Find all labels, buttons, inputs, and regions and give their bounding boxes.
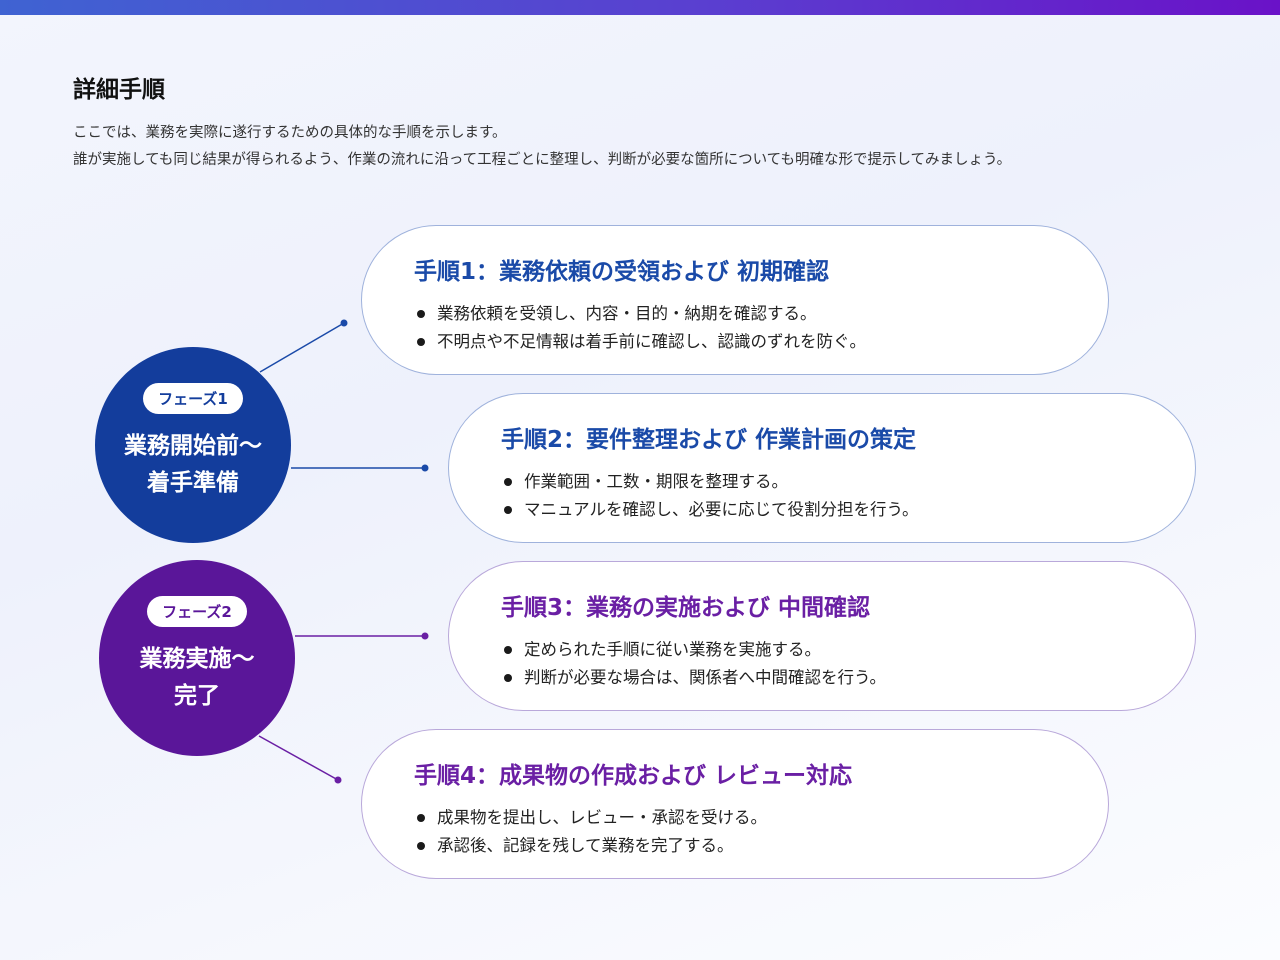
phase-name: 業務実施～ 完了 bbox=[140, 641, 255, 715]
step-title: 手順1：業務依頼の受領および 初期確認 bbox=[414, 259, 830, 285]
step-2-card: 手順2：要件整理および 作業計画の策定 作業範囲・工数・期限を整理する。 マニュ… bbox=[448, 393, 1196, 543]
step-bullet: 業務依頼を受領し、内容・目的・納期を確認する。 bbox=[414, 300, 1108, 328]
connector-dot bbox=[334, 776, 342, 784]
step-bullet-list: 業務依頼を受領し、内容・目的・納期を確認する。 不明点や不足情報は着手前に確認し… bbox=[414, 300, 1108, 356]
intro-line: 誰が実施しても同じ結果が得られるよう、作業の流れに沿って工程ごとに整理し、判断が… bbox=[73, 152, 1012, 168]
intro-line: ここでは、業務を実際に遂行するための具体的な手順を示します。 bbox=[73, 125, 507, 141]
intro-text: ここでは、業務を実際に遂行するための具体的な手順を示します。 誰が実施しても同じ… bbox=[73, 120, 1011, 174]
phase-name-line: 着手準備 bbox=[147, 469, 239, 496]
phase-name: 業務開始前～ 着手準備 bbox=[124, 428, 262, 502]
step-title: 手順2：要件整理および 作業計画の策定 bbox=[501, 427, 917, 453]
step-4-card: 手順4：成果物の作成および レビュー対応 成果物を提出し、レビュー・承認を受ける… bbox=[361, 729, 1109, 879]
phase-1-circle: フェーズ1 業務開始前～ 着手準備 bbox=[95, 347, 291, 543]
step-bullet-list: 定められた手順に従い業務を実施する。 判断が必要な場合は、関係者へ中間確認を行う… bbox=[501, 636, 1195, 692]
connector-phase2-step4 bbox=[258, 735, 339, 781]
phase-badge: フェーズ2 bbox=[147, 595, 247, 627]
phase-name-line: 業務実施～ bbox=[139, 645, 255, 672]
phase-name-line: 完了 bbox=[174, 682, 220, 709]
step-bullet: 承認後、記録を残して業務を完了する。 bbox=[414, 832, 1108, 860]
step-bullet: 作業範囲・工数・期限を整理する。 bbox=[501, 468, 1195, 496]
phase-name-line: 業務開始前～ bbox=[124, 432, 262, 459]
step-bullet: 定められた手順に従い業務を実施する。 bbox=[501, 636, 1195, 664]
top-accent-bar bbox=[0, 0, 1280, 15]
step-title: 手順4：成果物の作成および レビュー対応 bbox=[414, 763, 853, 789]
step-bullet-list: 作業範囲・工数・期限を整理する。 マニュアルを確認し、必要に応じて役割分担を行う… bbox=[501, 468, 1195, 524]
phase-badge: フェーズ1 bbox=[143, 382, 243, 414]
connector-dot bbox=[421, 632, 429, 640]
connector-dot bbox=[340, 319, 348, 327]
step-bullet: 判断が必要な場合は、関係者へ中間確認を行う。 bbox=[501, 664, 1195, 692]
connector-phase1-step1 bbox=[259, 322, 345, 373]
step-title: 手順3：業務の実施および 中間確認 bbox=[501, 595, 871, 621]
page-title: 詳細手順 bbox=[73, 77, 165, 103]
step-bullet-list: 成果物を提出し、レビュー・承認を受ける。 承認後、記録を残して業務を完了する。 bbox=[414, 804, 1108, 860]
phase-2-circle: フェーズ2 業務実施～ 完了 bbox=[99, 560, 295, 756]
step-bullet: マニュアルを確認し、必要に応じて役割分担を行う。 bbox=[501, 496, 1195, 524]
step-bullet: 不明点や不足情報は着手前に確認し、認識のずれを防ぐ。 bbox=[414, 328, 1108, 356]
step-3-card: 手順3：業務の実施および 中間確認 定められた手順に従い業務を実施する。 判断が… bbox=[448, 561, 1196, 711]
step-1-card: 手順1：業務依頼の受領および 初期確認 業務依頼を受領し、内容・目的・納期を確認… bbox=[361, 225, 1109, 375]
step-bullet: 成果物を提出し、レビュー・承認を受ける。 bbox=[414, 804, 1108, 832]
connector-dot bbox=[421, 464, 429, 472]
